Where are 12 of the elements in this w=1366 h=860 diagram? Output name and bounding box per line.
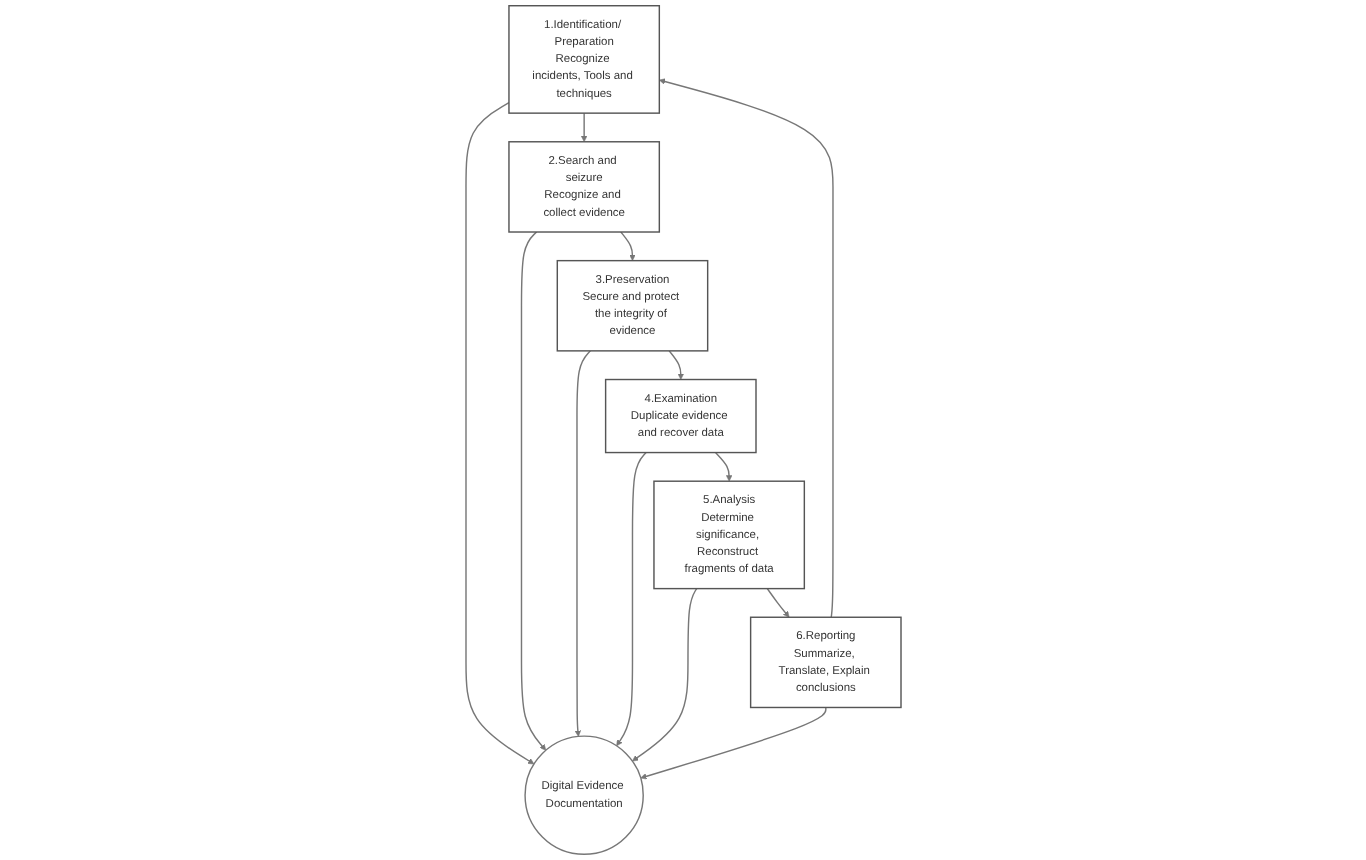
arrow [714,451,732,482]
arrow [658,78,834,618]
arrow [631,587,697,762]
arrow [766,587,789,618]
arrow [619,231,636,261]
arrow [667,350,684,380]
arrow [580,112,587,143]
arrow [615,451,647,747]
arrow [464,102,534,765]
arrow [520,231,546,751]
arrow [639,706,827,780]
arrow [574,350,591,737]
